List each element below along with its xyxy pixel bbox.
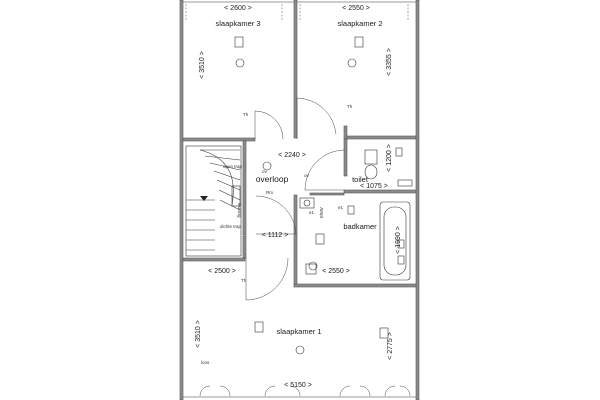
wall-toilet-left xyxy=(343,138,348,177)
shower-drain xyxy=(305,263,317,275)
note-handrail: leuning xyxy=(237,203,242,218)
wall-upper-rooms-bottom-left xyxy=(182,137,256,142)
wall-exterior-right xyxy=(415,0,420,400)
bathroom-sink xyxy=(299,197,315,209)
wall-stair-bottom xyxy=(182,257,246,262)
note-closed-stair: dichte trap xyxy=(220,224,242,229)
room-label-toilet: toilet xyxy=(352,175,369,184)
wall-exterior-left xyxy=(179,0,184,400)
facade-top-openings xyxy=(183,1,416,20)
dimension-bottom-width: < 5150 > xyxy=(284,382,312,389)
dimension-stair-width: < 1112 > xyxy=(262,232,289,239)
room-label-bedroom3: slaapkamer 3 xyxy=(215,19,260,28)
dimension-top-left-height: < 3510 > xyxy=(199,51,206,79)
note-lighting-code-bath: ov xyxy=(304,173,310,178)
room-label-bedroom1: slaapkamer 1 xyxy=(276,327,321,336)
note-open-stair: open trap xyxy=(223,164,243,169)
room-label-landing: overloop xyxy=(256,174,289,184)
wall-stair-right xyxy=(242,140,247,236)
dimension-bottom-left-height: < 3510 > xyxy=(195,320,202,348)
wall-toilet-bottom xyxy=(343,189,417,194)
dimension-top-right-height: < 3355 > xyxy=(386,48,393,76)
note-switch-code: e1 xyxy=(309,210,315,215)
note-thermostat-bedroom1: Th xyxy=(241,278,247,283)
radiator-toilet xyxy=(397,179,413,187)
wall-upper-rooms-bottom-right xyxy=(344,135,417,140)
wall-bathroom-bottom xyxy=(293,283,417,288)
note-smoke-detector: Rm xyxy=(266,190,273,195)
dimension-toilet-height: < 1200 > xyxy=(386,144,393,172)
dimension-bath-width: < 2550 > xyxy=(322,268,350,275)
dimension-bath-height: < 1990 > xyxy=(395,226,402,254)
note-lighting-code-landing: ov xyxy=(262,169,268,174)
stair-direction-arrow-icon xyxy=(200,196,208,201)
room-label-bedroom2: slaapkamer 2 xyxy=(337,19,382,28)
dimension-bottom-right-height: < 2775 > xyxy=(387,332,394,360)
toilet-fixture xyxy=(364,149,378,180)
electrical-symbols xyxy=(234,36,405,355)
facade-bottom-openings xyxy=(183,385,416,398)
wall-bathroom-top xyxy=(309,192,345,196)
staircase xyxy=(185,145,242,257)
doors xyxy=(245,97,346,301)
note-switch-code-b: e1 xyxy=(338,205,344,210)
note-thermostat-landing: Th xyxy=(243,112,249,117)
wall-bathroom-left xyxy=(293,194,298,286)
note-bathroom-socket: ElMV xyxy=(319,207,324,218)
wall-bedrooms-divider xyxy=(293,0,298,139)
bathtub xyxy=(379,201,411,281)
wall-bedroom2-stub xyxy=(343,125,348,140)
dimension-toilet-width: < 1075 > xyxy=(360,183,388,190)
note-thermostat-bedroom2: Th xyxy=(347,104,353,109)
room-label-bathroom: badkamer xyxy=(343,222,377,231)
dimension-top-left-width: < 2600 > xyxy=(224,5,252,12)
dimension-mid-left-width: < 2500 > xyxy=(208,268,236,275)
dimension-landing-width: < 2240 > xyxy=(278,152,306,159)
wall-stair-right-lower xyxy=(242,235,247,259)
dimension-top-right-width: < 2550 > xyxy=(342,5,370,12)
note-bedroom-switch: loos xyxy=(201,360,210,365)
